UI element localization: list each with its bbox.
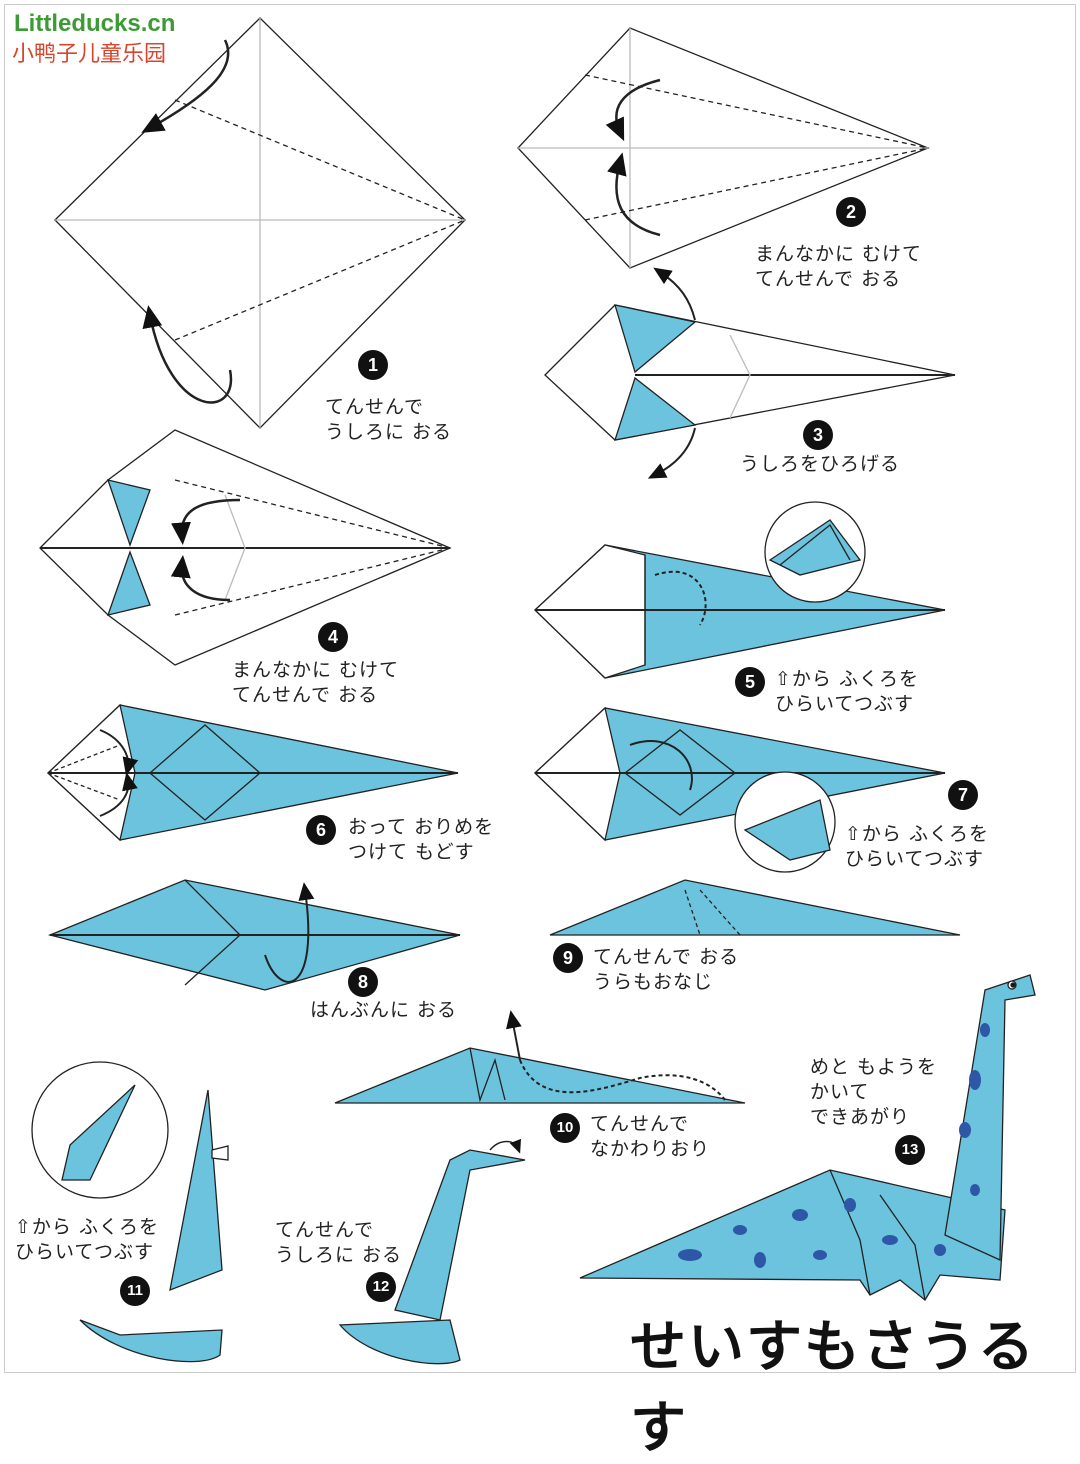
- step-4-caption: まんなかに むけて てんせんで おる: [232, 659, 400, 706]
- step-1-figure: [54, 17, 466, 429]
- step-3-number: 3: [803, 420, 833, 450]
- logo-name: 小鸭子儿童乐园: [12, 42, 167, 67]
- step-7-caption: ⇧から ふくろを ひらいてつぶす: [845, 823, 989, 870]
- step-13-figure: [579, 974, 1036, 1301]
- step-2-figure: [517, 27, 930, 269]
- step-9-number: 9: [553, 943, 583, 973]
- step-6-figure: [47, 703, 459, 842]
- step-6-number: 6: [306, 815, 336, 845]
- step-9-caption: てんせんで おる うらもおなじ: [593, 946, 740, 993]
- step-12-caption: てんせんで うしろに おる: [275, 1219, 403, 1266]
- step-5-caption: ⇧から ふくろを ひらいてつぶす: [775, 668, 919, 715]
- step-4-number: 4: [318, 622, 348, 652]
- origami-diagram: [31, 17, 1036, 1365]
- step-9-figure: [549, 879, 961, 936]
- step-11-figure: [31, 1061, 229, 1363]
- step-13-caption: めと もようを かいて できあがり: [810, 1056, 938, 1128]
- step-8-figure: [47, 879, 461, 991]
- step-7-number: 7: [948, 780, 978, 810]
- logo-site: Littleducks.cn: [14, 10, 176, 37]
- step-5-number: 5: [735, 667, 765, 697]
- step-6-caption: おって おりめを つけて もどす: [348, 816, 495, 863]
- step-4-figure: [39, 429, 452, 666]
- step-12-figure: [338, 1138, 526, 1365]
- step-7-figure: [534, 706, 946, 873]
- step-3-figure: [544, 267, 956, 479]
- step-1-caption: てんせんで うしろに おる: [325, 396, 453, 443]
- step-13-number: 13: [895, 1135, 925, 1165]
- step-8-caption: はんぶんに おる: [310, 999, 458, 1021]
- step-10-figure: [334, 1010, 746, 1104]
- model-title: せいすもさうるす: [630, 1315, 1036, 1461]
- step-11-caption: ⇧から ふくろを ひらいてつぶす: [15, 1216, 159, 1263]
- step-10-caption: てんせんで なかわりおり: [590, 1113, 711, 1160]
- step-8-number: 8: [348, 967, 378, 997]
- step-11-number: 11: [120, 1276, 150, 1306]
- step-2-number: 2: [836, 197, 866, 227]
- page-frame: [4, 4, 1076, 1373]
- step-2-caption: まんなかに むけて てんせんで おる: [755, 243, 923, 290]
- step-10-number: 10: [550, 1113, 580, 1143]
- step-5-figure: [534, 501, 946, 679]
- step-1-number: 1: [358, 350, 388, 380]
- step-12-number: 12: [366, 1272, 396, 1302]
- step-3-caption: うしろをひろげる: [740, 453, 901, 475]
